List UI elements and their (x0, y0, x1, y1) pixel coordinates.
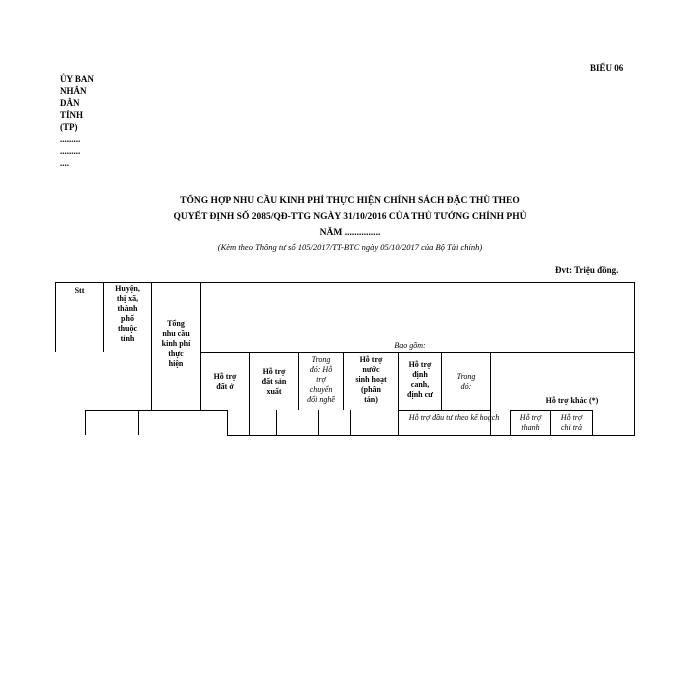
agency-line: NHÂN (60, 86, 87, 96)
grid-line (592, 410, 593, 435)
agency-line: TỈNH (60, 110, 84, 120)
header-including: Bao gồm: (394, 341, 426, 350)
header-line: định (412, 370, 428, 379)
header-line: kinh phí (161, 339, 191, 348)
grid-line (227, 435, 635, 436)
header-line: phố (121, 314, 134, 323)
header-line: tán) (364, 395, 378, 404)
header-line: đất sản (261, 377, 287, 386)
header-line: định cư (407, 390, 433, 399)
agency-line: (TP) (60, 122, 78, 132)
grid-line (634, 282, 635, 435)
agency-line: ......... (60, 134, 81, 144)
header-line: nước (362, 365, 380, 374)
header-job-change-support: Trong đó: Hỗ trợ chuyển đổi nghề (299, 355, 343, 405)
header-settlement-support: Hỗ trợ thanh (511, 413, 550, 433)
header-resettlement-support: Hỗ trợ định canh, định cư (399, 360, 441, 400)
header-line: sinh hoạt (355, 375, 387, 384)
grid-line (55, 282, 635, 283)
header-line: Hỗ trợ (519, 413, 542, 422)
document-subtitle: (Kèm theo Thông tư số 105/2017/TT-BTC ng… (217, 242, 483, 252)
header-line: chuyển (309, 385, 333, 394)
header-line: Hỗ trợ (560, 413, 583, 422)
unit-label: Đvt: Triệu đồng. (555, 265, 619, 275)
grid-line (200, 352, 635, 353)
header-line: thực (168, 349, 184, 358)
form-code: BIỂU 06 (590, 63, 624, 73)
header-line: tỉnh (120, 334, 135, 343)
grid-line (151, 282, 152, 410)
header-line: đó: Hỗ (309, 365, 333, 374)
grid-line (85, 410, 86, 435)
header-production-land-support: Hỗ trợ đất sản xuất (250, 367, 298, 397)
grid-line (298, 352, 299, 410)
header-line: (phân (360, 385, 381, 394)
header-line: Hỗ trợ (408, 360, 432, 369)
document-title-line-3: NĂM ............... (319, 228, 381, 238)
grid-line (398, 352, 399, 435)
agency-line: ỦY BAN (60, 74, 94, 84)
header-line: Trong (311, 355, 331, 364)
header-total: Tổng nhu cầu kinh phí thực hiện (152, 319, 200, 369)
document-title-line-2: QUYẾT ĐỊNH SỐ 2085/QĐ-TTG NGÀY 31/10/201… (173, 212, 527, 222)
grid-line (350, 410, 351, 435)
header-line: Hỗ trợ (213, 372, 237, 381)
grid-line (510, 410, 592, 411)
header-line: đất ở (216, 382, 234, 391)
grid-line (103, 282, 104, 352)
header-payment-support: Hỗ trợ chi trả (551, 413, 592, 433)
header-line: thanh (521, 423, 540, 432)
header-line: trợ (316, 375, 326, 384)
header-line: đổi nghề (307, 395, 335, 404)
agency-line: .... (60, 158, 69, 168)
header-land-support: Hỗ trợ đất ở (201, 372, 249, 392)
grid-line (249, 352, 250, 435)
header-line: đó: (460, 382, 472, 391)
header-line: Tổng (167, 319, 185, 328)
grid-line (398, 410, 490, 411)
header-district: Huyện, thị xã, thành phố thuộc tỉnh (104, 284, 151, 344)
grid-line (510, 410, 511, 435)
header-infrastructure-support: Hỗ trợ đầu tư theo kế hoạch (408, 413, 500, 422)
grid-line (85, 410, 227, 411)
header-line: Trong (456, 372, 476, 381)
header-line: thành (117, 304, 138, 313)
header-line: xuất (266, 387, 282, 396)
document-title-line-1: TỔNG HỢP NHU CẦU KINH PHÍ THỰC HIỆN CHÍN… (180, 196, 520, 206)
header-of-which: Trong đó: (442, 372, 490, 392)
grid-line (441, 352, 442, 410)
header-line: hiện (168, 359, 184, 368)
grid-line (318, 410, 319, 435)
header-other-support: Hỗ trợ khác (*) (545, 396, 599, 405)
header-line: Hỗ trợ (359, 355, 383, 364)
header-line: chi trả (560, 423, 583, 432)
grid-line (550, 410, 551, 435)
header-line: thị xã, (116, 294, 139, 303)
header-water-support: Hỗ trợ nước sinh hoạt (phân tán) (344, 355, 398, 405)
header-line: nhu cầu (162, 329, 190, 338)
header-line: Huyện, (115, 284, 140, 293)
agency-line: DÂN (60, 98, 80, 108)
grid-line (138, 410, 139, 435)
grid-line (343, 352, 344, 410)
grid-line (490, 352, 491, 435)
grid-line (200, 282, 201, 410)
header-line: canh, (410, 380, 430, 389)
header-line: thuộc (117, 324, 138, 333)
agency-line: ......... (60, 146, 81, 156)
header-line: Hỗ trợ (262, 367, 286, 376)
grid-line (227, 410, 228, 435)
grid-line (276, 410, 277, 435)
agency-header: ỦY BAN NHÂN DÂN TỈNH (TP) ......... ....… (60, 73, 94, 169)
grid-line (55, 282, 56, 352)
header-stt: Stt (74, 286, 85, 295)
